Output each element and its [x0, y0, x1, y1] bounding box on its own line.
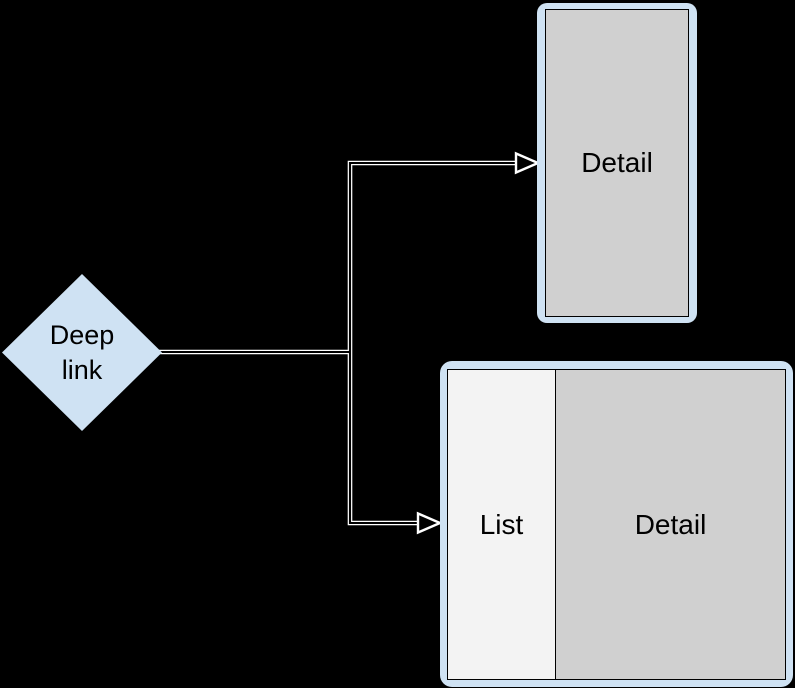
- detail-screen-frame: Detail: [537, 3, 697, 323]
- list-pane: List: [448, 370, 556, 679]
- detail-screen-content: Detail: [545, 9, 689, 317]
- connector-to-detail-casing: [347, 160, 517, 352]
- connector-to-detail-core: [348, 161, 517, 352]
- deep-link-label: Deep link: [50, 318, 115, 388]
- deep-link-label-line2: link: [61, 354, 103, 385]
- list-detail-screen-frame: List Detail: [440, 361, 793, 687]
- detail-screen-label: Detail: [581, 147, 653, 178]
- detail-pane-label: Detail: [634, 508, 707, 540]
- arrowhead-to-list-detail-screen: [416, 511, 444, 535]
- detail-pane: Detail: [556, 370, 785, 679]
- connector-to-list-detail-core: [348, 352, 419, 525]
- connector-to-list-detail-casing: [347, 352, 419, 526]
- connector-core-layer: [159, 161, 517, 525]
- list-detail-screen-content: List Detail: [447, 369, 786, 680]
- list-pane-label: List: [479, 508, 524, 540]
- deep-link-label-line1: Deep: [49, 319, 115, 350]
- arrowhead-to-detail-screen: [514, 151, 542, 175]
